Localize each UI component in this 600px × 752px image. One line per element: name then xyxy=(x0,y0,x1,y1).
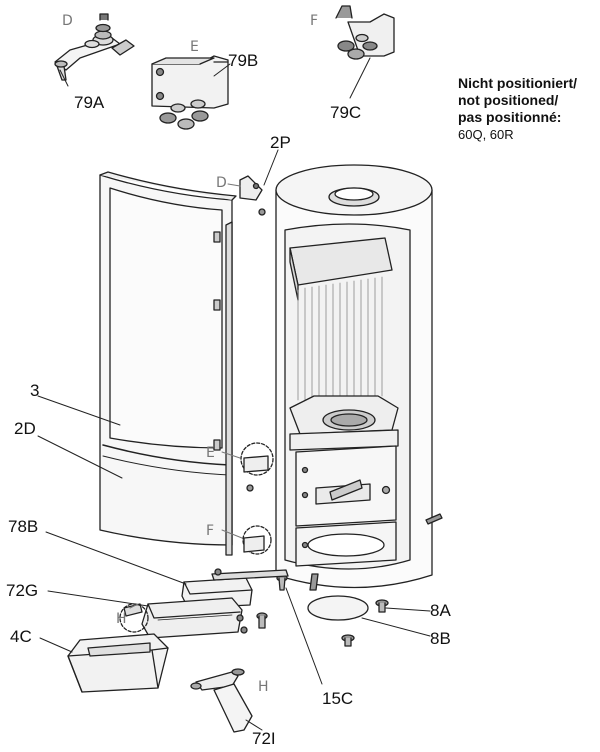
detail-letter-d-top: D xyxy=(62,13,73,29)
label-8b: 8B xyxy=(430,629,451,648)
detail-letter-d-door: D xyxy=(216,175,227,191)
stove-body xyxy=(275,164,443,591)
label-8a: 8A xyxy=(430,601,451,620)
part-79a-hinge xyxy=(54,13,135,81)
note-line-parts: 60Q, 60R xyxy=(458,127,514,142)
detail-letter-f-door: F xyxy=(206,523,215,539)
note-line-en: not positioned/ xyxy=(458,92,559,108)
label-72i: 72I xyxy=(252,729,276,748)
positioning-note: Nicht positioniert/ not positioned/ pas … xyxy=(458,75,577,143)
label-2d: 2D xyxy=(14,419,36,438)
part-15c-bolt xyxy=(276,574,288,591)
detail-letter-h-lever: H xyxy=(258,679,269,695)
label-2p: 2P xyxy=(270,133,291,152)
label-3: 3 xyxy=(30,381,40,400)
label-78b: 78B xyxy=(8,517,39,536)
detail-letter-e-door: E xyxy=(206,445,215,461)
label-79c: 79C xyxy=(330,103,362,122)
label-15c: 15C xyxy=(322,689,354,708)
part-8a-screw xyxy=(375,599,389,613)
label-72g: 72G xyxy=(6,581,39,600)
note-line-fr: pas positionné: xyxy=(458,109,562,125)
part-79b-hinge xyxy=(151,55,229,130)
part-3-door xyxy=(99,171,237,546)
detail-letter-e-top: E xyxy=(190,39,199,55)
part-8b-plate xyxy=(307,595,369,621)
note-line-de: Nicht positioniert/ xyxy=(458,75,577,91)
part-4c-ashpan xyxy=(67,633,169,693)
detail-letter-h-left: H xyxy=(116,611,127,627)
part-72i-lever xyxy=(190,668,253,733)
detail-circle-f xyxy=(242,525,272,555)
leader-lines xyxy=(37,57,431,731)
part-79c-hinge xyxy=(335,5,395,60)
label-79b: 79B xyxy=(228,51,259,70)
label-4c: 4C xyxy=(10,627,32,646)
door-hinge-strip xyxy=(225,175,266,556)
part-8a-screw-lower xyxy=(341,634,355,647)
detail-letter-f-top: F xyxy=(310,13,319,29)
part-72g-assembly xyxy=(123,597,268,639)
detail-circle-e xyxy=(240,442,274,476)
label-79a: 79A xyxy=(74,93,105,112)
